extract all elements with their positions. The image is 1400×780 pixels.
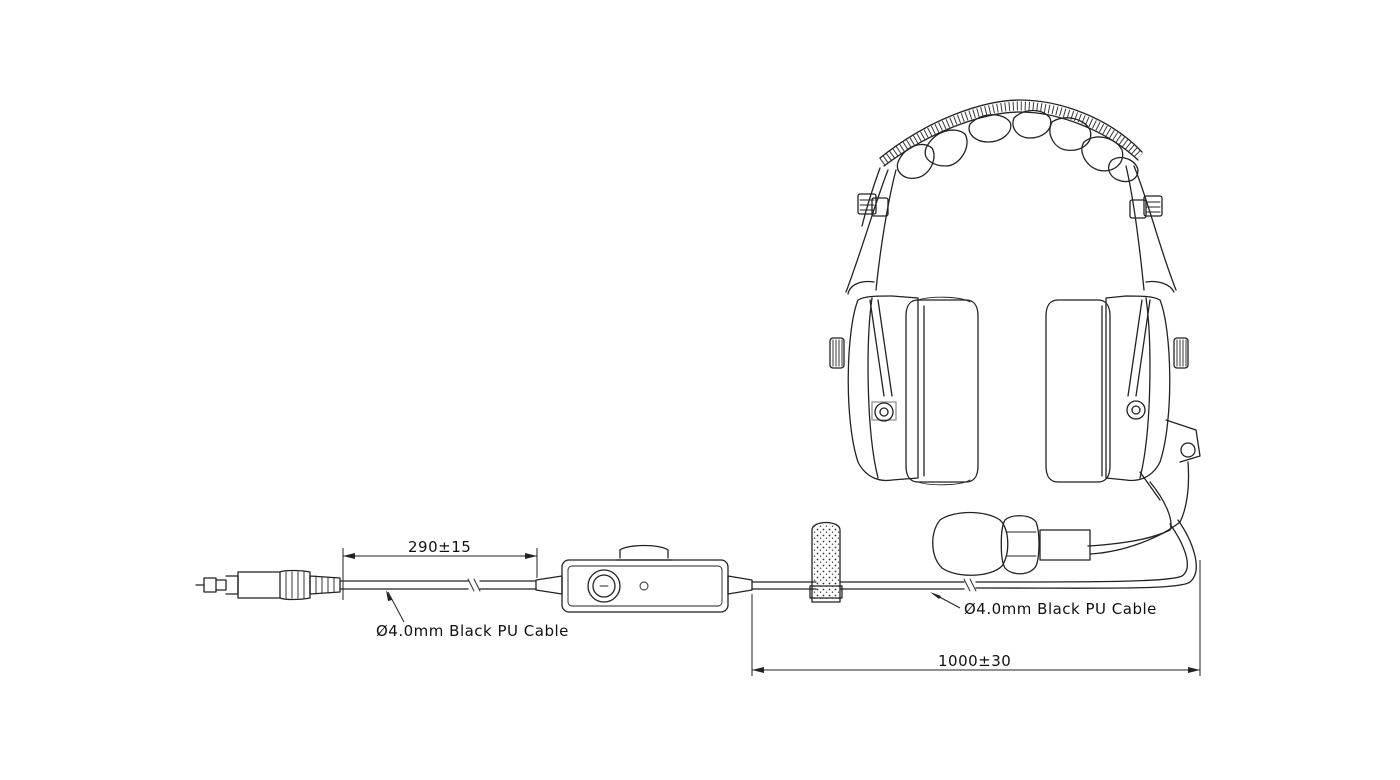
- cable-label-right: Ø4.0mm Black PU Cable: [964, 600, 1157, 618]
- dimension-1000-label: 1000±30: [938, 652, 1012, 670]
- cable-label-left: Ø4.0mm Black PU Cable: [376, 622, 569, 640]
- dimension-290-label: 290±15: [408, 538, 472, 556]
- headband: [845, 99, 1177, 295]
- dimension-1000: [751, 560, 1201, 676]
- cable-assembly: [195, 521, 981, 613]
- right-ear-cup: [1045, 295, 1201, 483]
- leader-left: [386, 590, 405, 623]
- dimension-290: [342, 548, 538, 600]
- left-ear-cup: [829, 295, 979, 486]
- microphone-boom: [932, 461, 1190, 576]
- leader-right: [930, 592, 961, 609]
- headset-cable: [979, 519, 1197, 589]
